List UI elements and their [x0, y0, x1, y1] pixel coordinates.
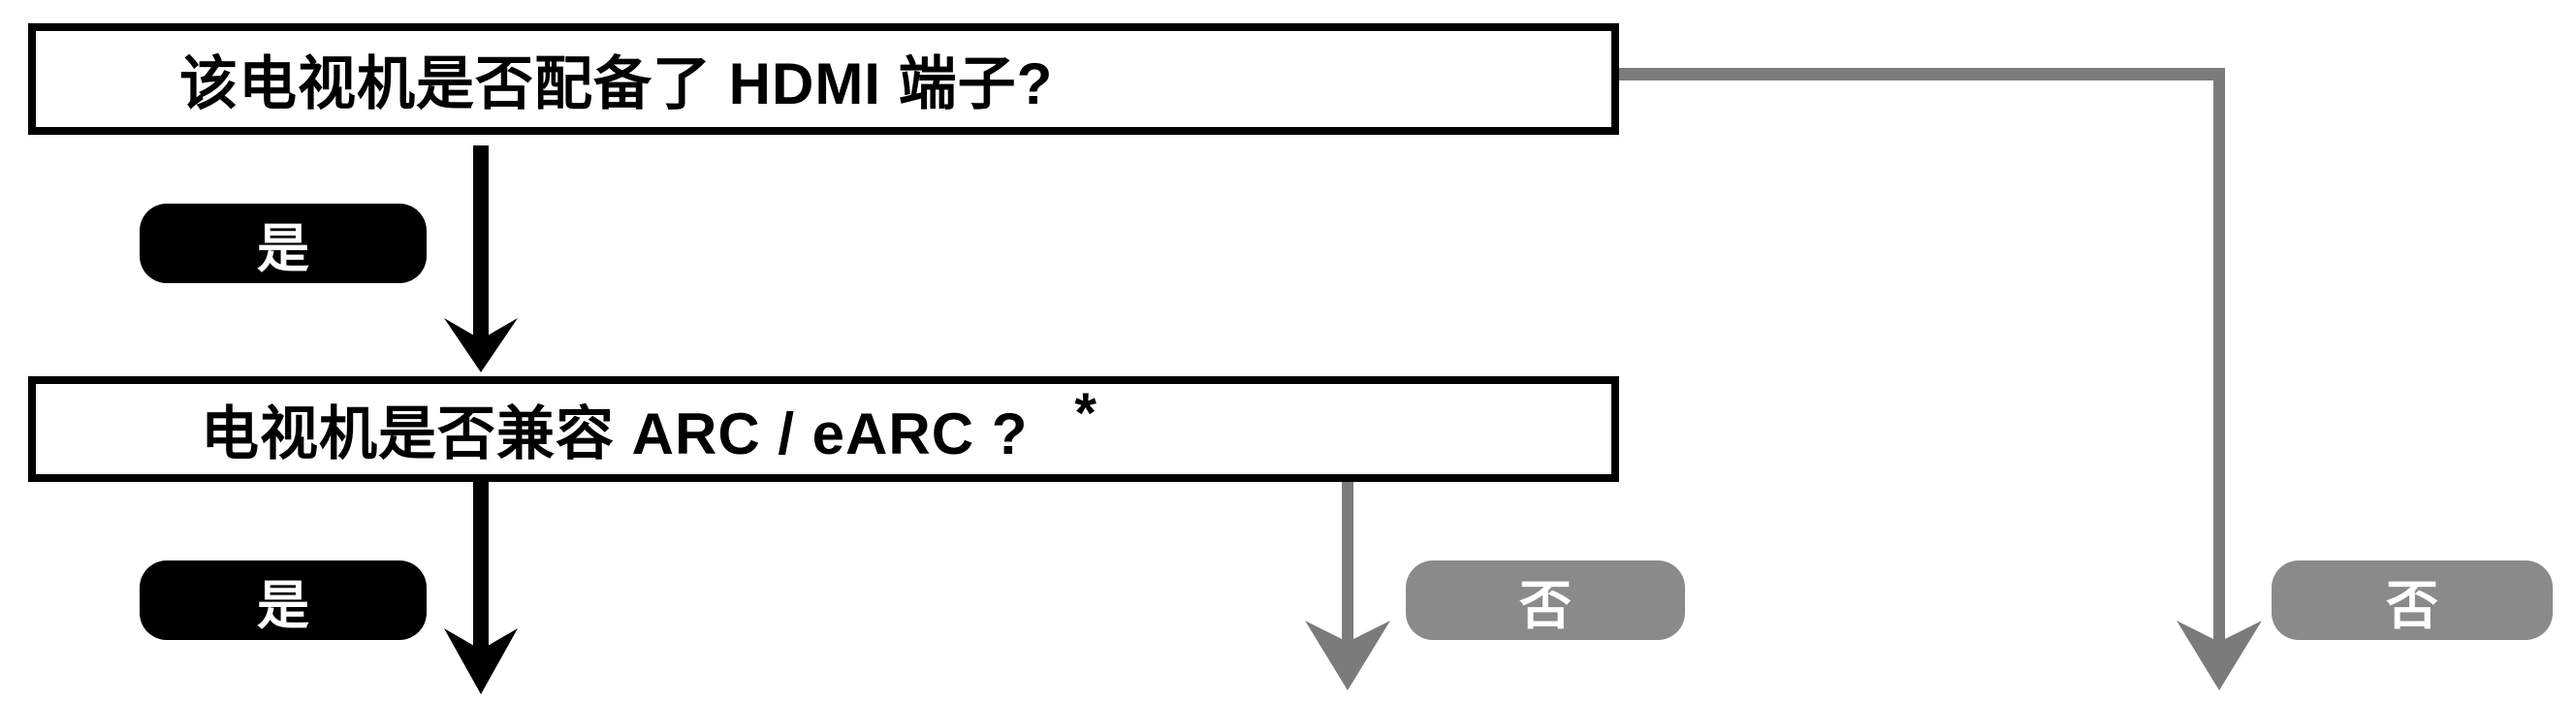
- no-connector-right: [1619, 68, 2262, 690]
- no-connector-right-vertical: [2213, 68, 2225, 642]
- yes-label-top-text: 是: [257, 219, 309, 278]
- yes-label-top: 是: [140, 204, 427, 283]
- yes-label-bottom-text: 是: [257, 576, 309, 635]
- no-label-middle: 否: [1406, 560, 1685, 640]
- yes-arrow-bottom: [444, 482, 518, 694]
- question-box-hdmi-text: 该电视机是否配备了 HDMI 端子?: [179, 51, 1054, 116]
- yes-arrow-top: [444, 145, 518, 372]
- question-box-arc-text: 电视机是否兼容 ARC / eARC ?: [201, 401, 1029, 466]
- no-arrow-right-head: [2177, 621, 2262, 690]
- yes-label-bottom: 是: [140, 560, 427, 640]
- yes-arrow-top-shaft: [473, 145, 489, 339]
- no-arrow-middle-head: [1305, 621, 1390, 690]
- no-label-middle-text: 否: [1519, 576, 1572, 635]
- question-box-arc: 电视机是否兼容 ARC / eARC ? *: [28, 376, 1619, 482]
- question-box-hdmi: 该电视机是否配备了 HDMI 端子?: [28, 23, 1619, 135]
- no-label-right: 否: [2272, 560, 2553, 640]
- no-arrow-middle: [1305, 482, 1390, 690]
- no-connector-right-horizontal: [1619, 68, 2225, 80]
- yes-arrow-top-head: [444, 318, 518, 372]
- yes-arrow-bottom-shaft: [473, 482, 489, 650]
- footnote-asterisk: *: [1074, 382, 1097, 445]
- no-arrow-middle-shaft: [1342, 482, 1353, 642]
- no-label-right-text: 否: [2386, 576, 2438, 635]
- yes-arrow-bottom-head: [444, 628, 518, 694]
